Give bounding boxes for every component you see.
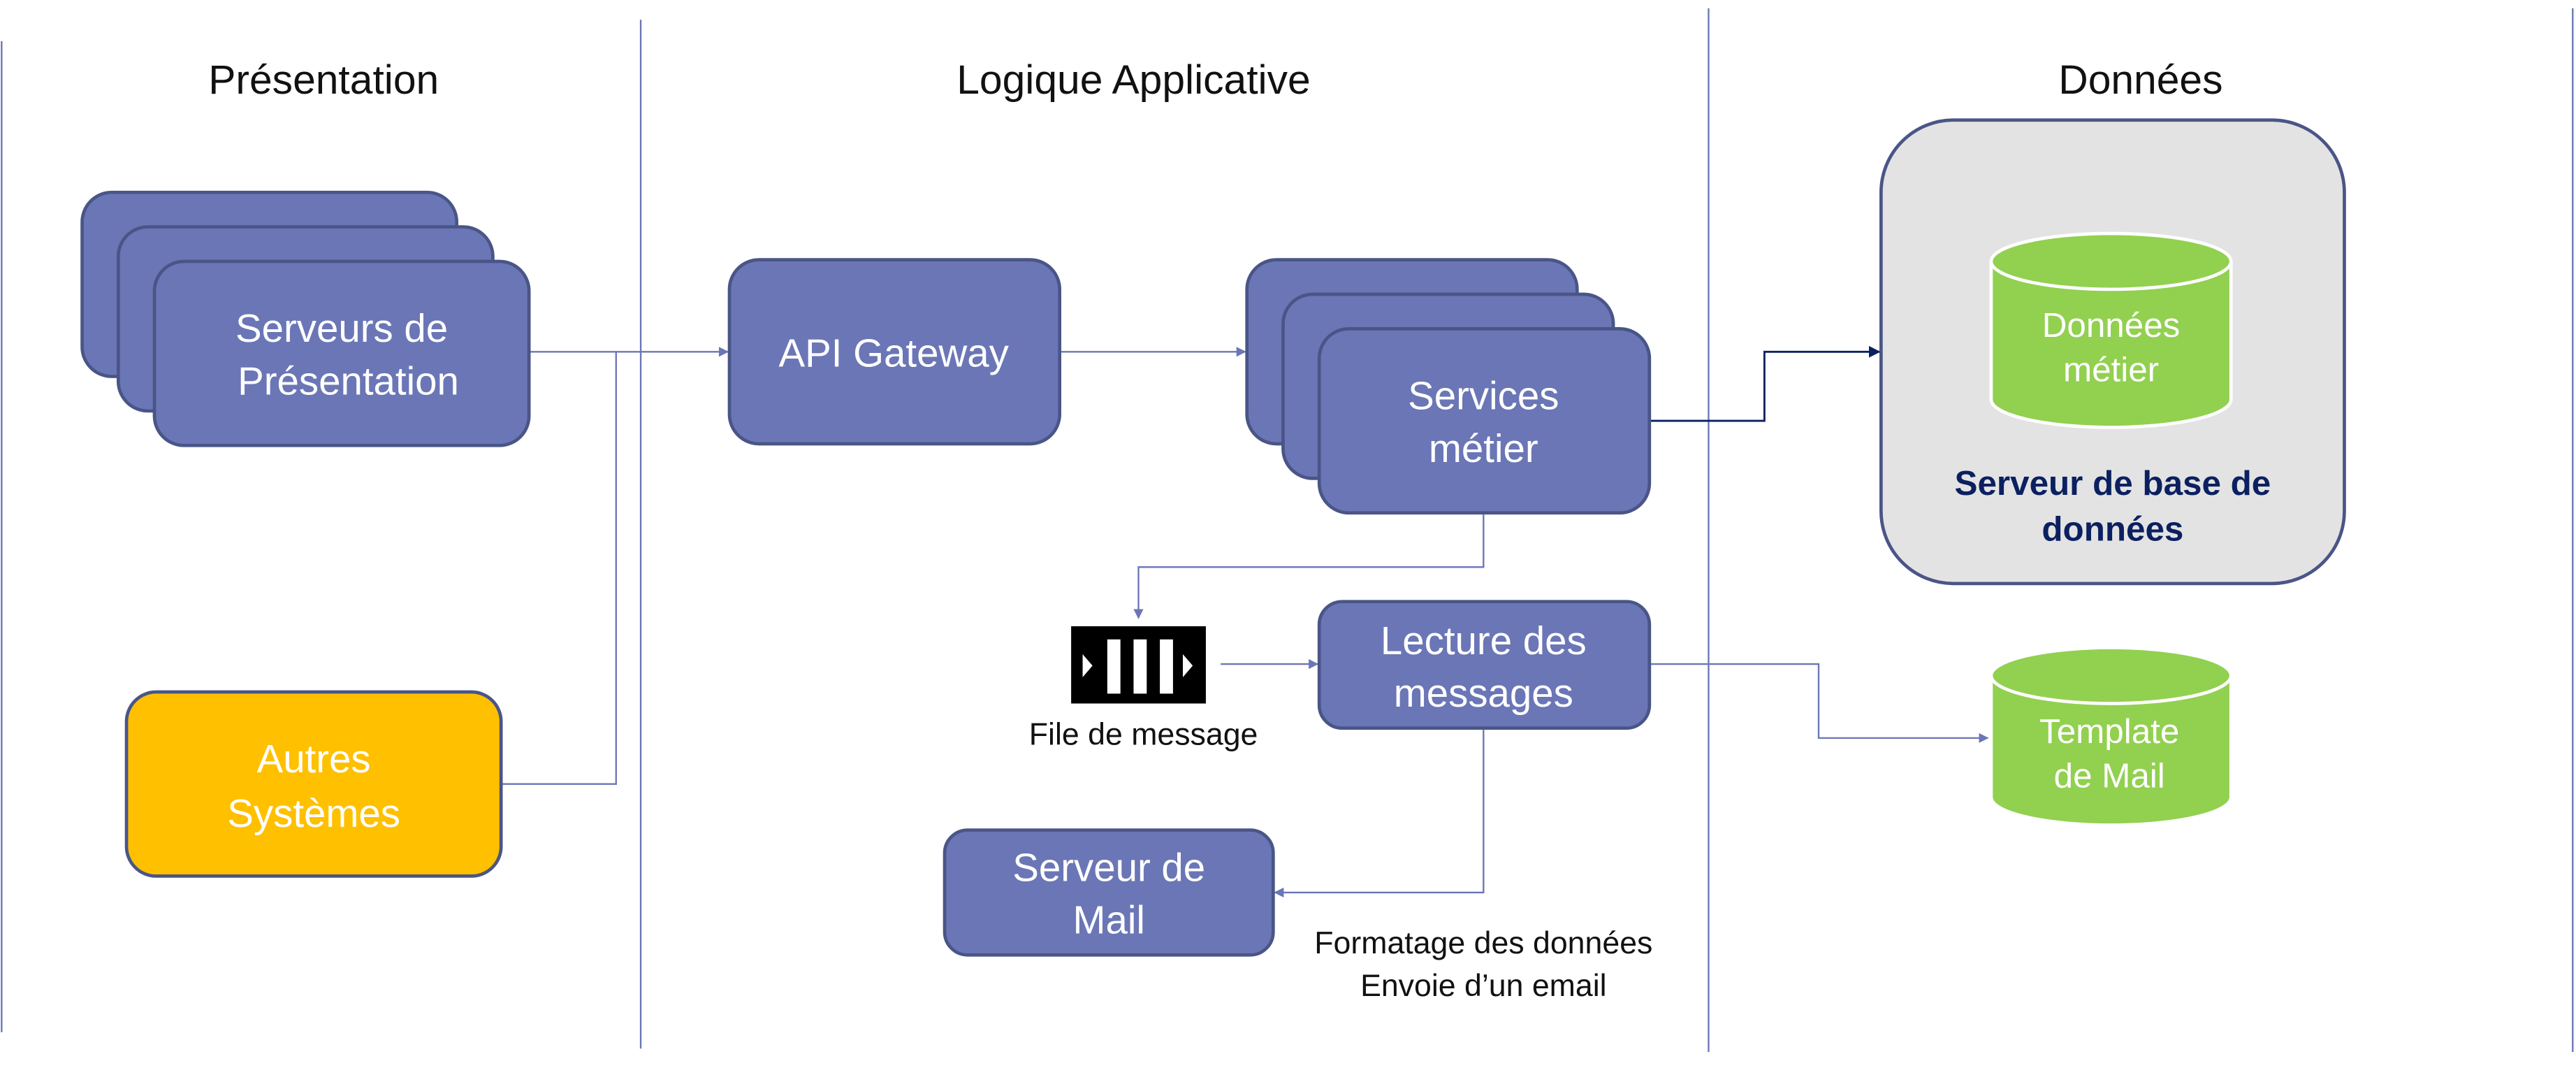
mail-template-label-1: Template xyxy=(2039,712,2179,751)
message-reader-label-2: messages xyxy=(1394,671,1573,715)
message-reader[interactable]: Lecture des messages xyxy=(1317,600,1652,730)
business-services-label-2: métier xyxy=(1429,426,1538,470)
presentation-servers-label-2: Présentation xyxy=(238,359,459,403)
column-title-presentation: Présentation xyxy=(208,57,439,103)
connector-reader-to-mail xyxy=(1274,730,1485,897)
message-queue-label: File de message xyxy=(1029,717,1258,751)
other-systems-label-1: Autres xyxy=(257,737,371,781)
connector-services-to-queue xyxy=(1133,514,1485,619)
api-gateway[interactable]: API Gateway xyxy=(727,258,1062,446)
presentation-servers[interactable]: Serveurs de Présentation xyxy=(80,190,531,447)
business-data-label-2: métier xyxy=(2063,351,2159,389)
formatting-label-1: Formatage des données xyxy=(1314,926,1652,960)
message-queue[interactable]: File de message xyxy=(1029,626,1258,751)
connector-reader-to-template xyxy=(1649,663,1989,743)
business-services[interactable]: Services métier xyxy=(1245,258,1652,515)
mail-server-label-1: Serveur de xyxy=(1012,845,1205,889)
business-data-cylinder[interactable]: Données métier xyxy=(1989,231,2233,429)
database-server-label-1: Serveur de base de xyxy=(1955,464,2271,503)
column-title-logic: Logique Applicative xyxy=(956,57,1310,103)
api-gateway-label: API Gateway xyxy=(779,331,1010,375)
presentation-servers-label-1: Serveurs de xyxy=(235,306,448,350)
database-server-label-2: données xyxy=(2042,510,2183,549)
mail-template-cylinder[interactable]: Template de Mail xyxy=(1989,646,2233,827)
connector-other-to-gateway xyxy=(501,352,617,785)
column-title-data: Données xyxy=(2058,57,2222,103)
business-data-label-1: Données xyxy=(2042,306,2181,345)
mail-server[interactable]: Serveur de Mail xyxy=(943,828,1275,957)
formatting-label-2: Envoie d’un email xyxy=(1360,969,1607,1003)
other-systems[interactable]: Autres Systèmes xyxy=(124,690,503,878)
message-reader-label-1: Lecture des xyxy=(1381,619,1587,663)
mail-template-label-2: de Mail xyxy=(2054,756,2165,795)
mail-server-label-2: Mail xyxy=(1072,898,1144,942)
business-services-label-1: Services xyxy=(1408,374,1559,418)
other-systems-label-2: Systèmes xyxy=(227,791,400,835)
connector-services-to-db xyxy=(1649,345,1881,422)
database-server[interactable]: Données métier Serveur de base de donnée… xyxy=(1879,118,2346,586)
